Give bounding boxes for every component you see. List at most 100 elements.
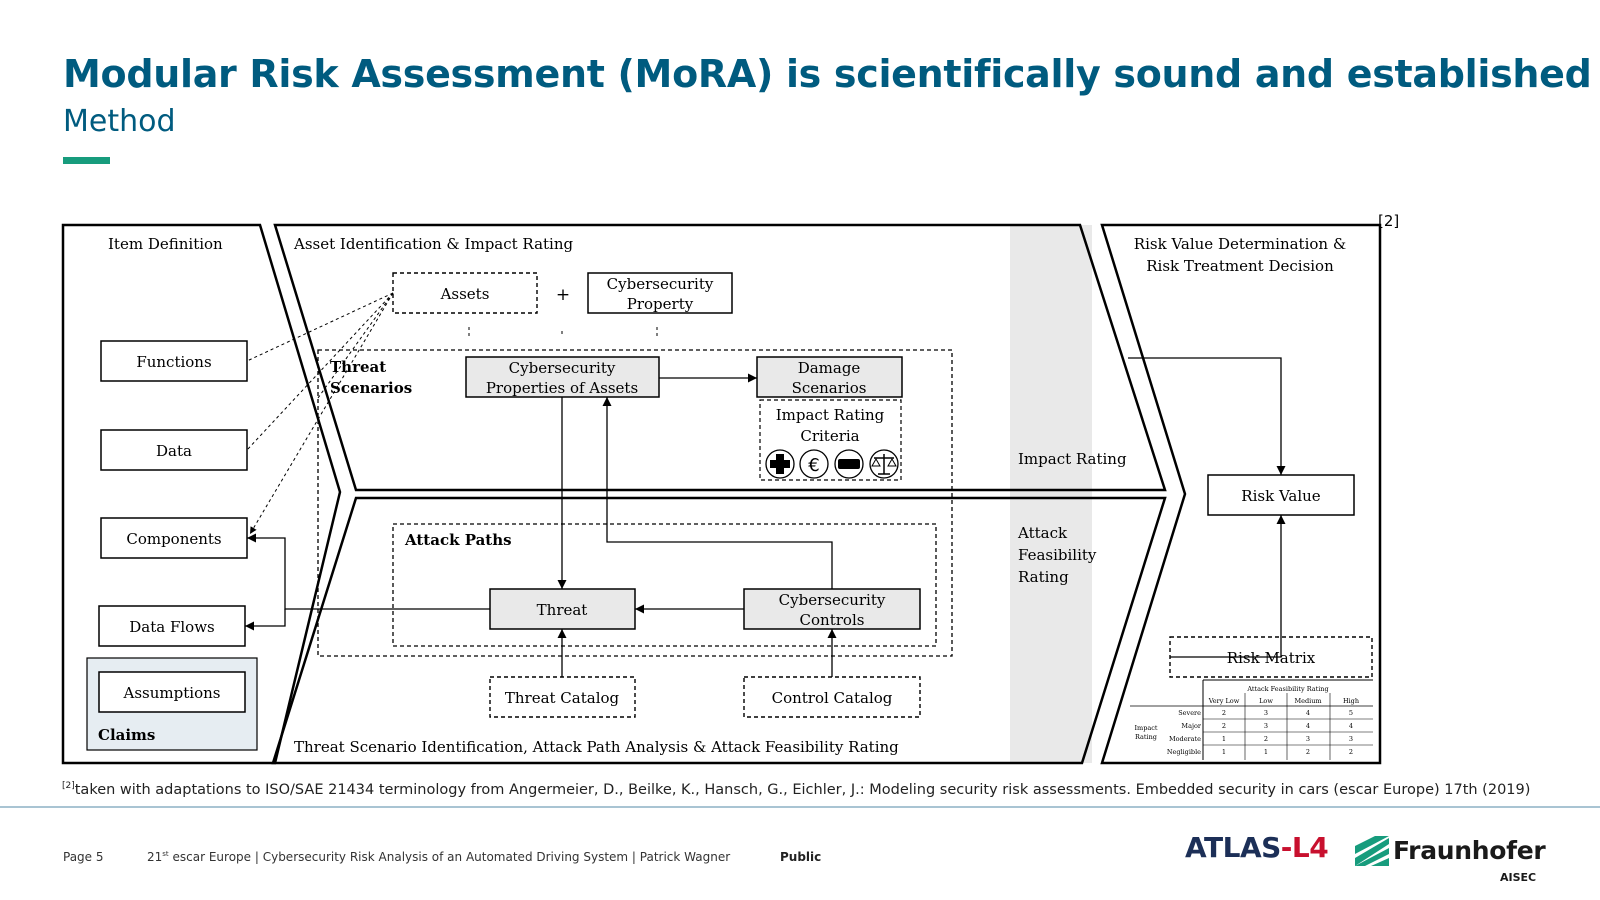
- privacy-legal-icon: [869, 449, 899, 479]
- controls-label-1: Cybersecurity: [779, 591, 886, 609]
- matrix-cell: 1: [1222, 748, 1226, 756]
- matrix-cell: 2: [1222, 722, 1226, 730]
- financial-icon: €: [799, 449, 829, 479]
- matrix-col-low: Low: [1259, 697, 1273, 705]
- footer-text-pre: 21: [147, 850, 163, 864]
- footnote-marker: [2]: [62, 781, 75, 791]
- risk-heading-1: Risk Value Determination &: [1134, 235, 1346, 253]
- matrix-cell: 1: [1222, 735, 1226, 743]
- control-catalog-label: Control Catalog: [772, 689, 893, 707]
- data-box: [100, 429, 248, 471]
- attack-paths-container: [392, 523, 937, 647]
- data-flows-label: Data Flows: [129, 618, 214, 636]
- matrix-row-title-2: Rating: [1135, 733, 1157, 741]
- matrix-cell: 4: [1349, 722, 1353, 730]
- l4-logo-text: -L4: [1280, 831, 1329, 864]
- risk-matrix-table: Attack Feasibility Rating Very Low Low M…: [1130, 679, 1373, 760]
- damage-scenarios-label-2: Scenarios: [792, 379, 867, 397]
- components-label: Components: [126, 530, 221, 548]
- footer-divider: [0, 806, 1600, 808]
- matrix-row-negligible: Negligible: [1167, 748, 1201, 756]
- data-label: Data: [156, 442, 192, 460]
- footnote: [2]taken with adaptations to ISO/SAE 214…: [62, 781, 1530, 798]
- risk-heading-2: Risk Treatment Decision: [1146, 257, 1334, 275]
- accent-bar: [63, 157, 110, 164]
- matrix-cell: 2: [1349, 748, 1353, 756]
- matrix-cell: 3: [1349, 735, 1353, 743]
- threat-label: Threat: [537, 601, 588, 619]
- feasibility-label-2: Feasibility: [1018, 546, 1097, 564]
- matrix-col-title: Attack Feasibility Rating: [1246, 685, 1328, 693]
- matrix-row-title-1: Impact: [1134, 724, 1157, 732]
- cyber-properties-assets-label-2: Properties of Assets: [486, 379, 638, 397]
- slide-subtitle: Method: [63, 104, 176, 139]
- plus-sign: +: [556, 285, 570, 305]
- attack-chevron: [271, 496, 1167, 765]
- assumptions-box: [98, 671, 246, 713]
- footer-text: 21st escar Europe | Cybersecurity Risk A…: [147, 850, 730, 864]
- flow-arrows: [245, 357, 1286, 677]
- impact-criteria-label-2: Criteria: [800, 427, 859, 445]
- mora-method-diagram: [2] Item Definition Functions Data Compo…: [61, 212, 1399, 765]
- matrix-cell: 3: [1264, 709, 1268, 717]
- risk-matrix-label: Risk Matrix: [1227, 649, 1316, 667]
- dashed-stubs: [468, 327, 658, 337]
- assets-label: Assets: [440, 285, 490, 303]
- matrix-cell: 2: [1222, 709, 1226, 717]
- footer-text-sup: st: [162, 850, 169, 858]
- cybersecurity-property-box: [587, 272, 733, 314]
- cybersecurity-property-label-1: Cybersecurity: [607, 275, 714, 293]
- data-flows-box: [98, 605, 246, 647]
- feasibility-label-3: Rating: [1018, 568, 1069, 586]
- footnote-text: taken with adaptations to ISO/SAE 21434 …: [74, 781, 1531, 798]
- controls-label-2: Controls: [800, 611, 865, 629]
- item-definition-heading: Item Definition: [108, 235, 223, 253]
- operational-icon: [834, 449, 864, 479]
- asset-impact-heading: Asset Identification & Impact Rating: [293, 235, 574, 253]
- footer-text-post: escar Europe | Cybersecurity Risk Analys…: [168, 850, 731, 864]
- impact-criteria-label-1: Impact Rating: [776, 406, 885, 424]
- matrix-cell: 3: [1306, 735, 1310, 743]
- matrix-cell: 2: [1264, 735, 1268, 743]
- assumptions-label: Assumptions: [123, 684, 221, 702]
- threat-catalog-label: Threat Catalog: [505, 689, 620, 707]
- atlas-logo-text: ATLAS: [1185, 831, 1281, 864]
- cybersecurity-property-label-2: Property: [627, 295, 694, 313]
- aisec-logo-text: AISEC: [1500, 871, 1537, 884]
- threat-scenarios-label-2: Scenarios: [330, 379, 412, 397]
- safety-icon: [765, 449, 795, 479]
- risk-value-label: Risk Value: [1241, 487, 1321, 505]
- reference-tag: [2]: [1378, 212, 1399, 230]
- functions-label: Functions: [136, 353, 211, 371]
- matrix-row-major: Major: [1181, 722, 1201, 730]
- functions-box: [100, 340, 248, 382]
- attack-paths-label: Attack Paths: [404, 531, 512, 549]
- fraunhofer-logo-icon: [1355, 836, 1389, 866]
- slide-title: Modular Risk Assessment (MoRA) is scient…: [63, 52, 1592, 96]
- matrix-row-moderate: Moderate: [1169, 735, 1201, 743]
- cybersecurity-controls-box: [743, 588, 921, 630]
- matrix-row-severe: Severe: [1178, 709, 1201, 717]
- classification-label: Public: [780, 850, 822, 864]
- matrix-cell: 2: [1306, 748, 1310, 756]
- page-number: Page 5: [63, 850, 104, 864]
- claims-label: Claims: [98, 726, 155, 744]
- assets-box: [392, 272, 538, 314]
- impact-rating-label: Impact Rating: [1018, 450, 1127, 468]
- matrix-cell: 5: [1349, 709, 1353, 717]
- cyber-properties-assets-box: [465, 356, 660, 398]
- fraunhofer-logo-text: Fraunhofer: [1393, 836, 1546, 865]
- matrix-col-medium: Medium: [1294, 697, 1321, 705]
- cyber-properties-assets-label-1: Cybersecurity: [509, 359, 616, 377]
- impact-criteria-box: [759, 399, 902, 481]
- rating-band: [1010, 225, 1092, 763]
- matrix-cell: 4: [1306, 722, 1310, 730]
- svg-text:€: €: [808, 455, 819, 476]
- matrix-col-very-low: Very Low: [1208, 697, 1240, 705]
- components-box: [100, 517, 248, 559]
- threat-scenarios-container: [317, 349, 953, 657]
- matrix-col-high: High: [1343, 697, 1359, 705]
- risk-frame: [1100, 223, 1382, 765]
- threat-scenarios-label-1: Threat: [330, 358, 386, 376]
- asset-mapping-lines: [246, 292, 394, 535]
